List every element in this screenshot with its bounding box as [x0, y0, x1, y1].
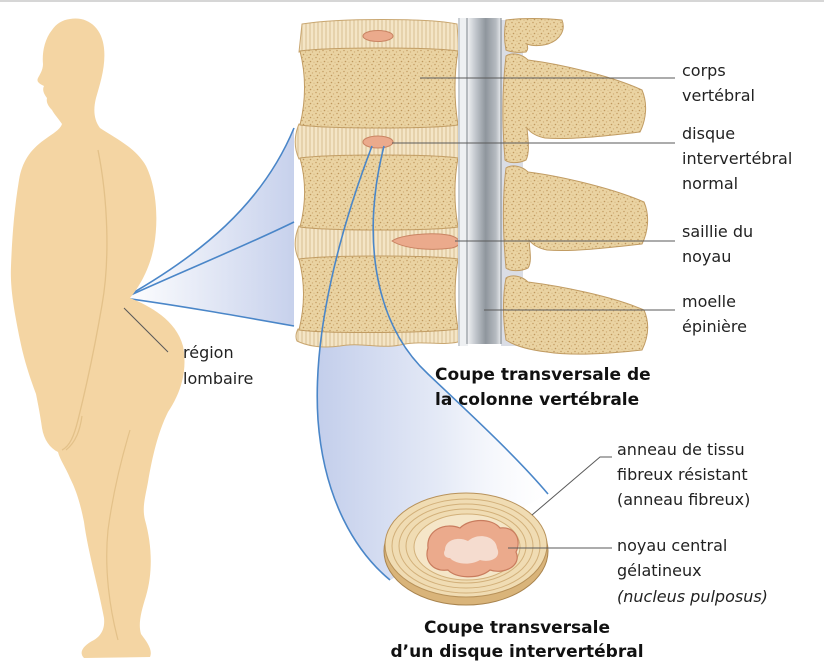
- top-border: [0, 0, 824, 2]
- human-silhouette: [11, 19, 185, 658]
- corps-vertebral-label-line2: vertébral: [682, 86, 755, 105]
- vertebral-body: [300, 48, 458, 128]
- spinal-cord: [467, 18, 501, 344]
- saillie-noyau-label-line2: noyau: [682, 247, 731, 266]
- anneau-fibreux-label-line2: fibreux résistant: [617, 465, 748, 484]
- moelle-epiniere-label-line2: épinière: [682, 317, 747, 336]
- disc-title-line1: Coupe transversale: [424, 618, 610, 638]
- noyau-central-label-line3: (nucleus pulposus): [617, 587, 768, 606]
- disc-section-title: Coupe transversale d’un disque intervert…: [390, 618, 643, 662]
- disque-normal-label-line1: disque: [682, 124, 735, 143]
- disc-nucleus-normal: [363, 136, 393, 148]
- body-outline: [11, 19, 185, 658]
- region-lombaire-label-line2: lombaire: [183, 369, 253, 388]
- spinous-process: [503, 166, 647, 271]
- moelle-epiniere-label-line1: moelle: [682, 292, 736, 311]
- disc-labels: anneau de tissu fibreux résistant (annea…: [508, 440, 768, 606]
- nucleus-pulposus-core: [444, 536, 498, 564]
- vertebral-arch-top: [505, 19, 564, 53]
- anneau-fibreux-leader: [532, 457, 612, 515]
- disque-normal-label-line3: normal: [682, 174, 738, 193]
- disc-title-line2: d’un disque intervertébral: [390, 642, 643, 662]
- anneau-fibreux-label-line3: (anneau fibreux): [617, 490, 750, 509]
- saillie-noyau-label-line1: saillie du: [682, 222, 753, 241]
- region-lombaire-label-line1: région: [183, 343, 234, 362]
- anneau-fibreux-label-line1: anneau de tissu: [617, 440, 745, 459]
- noyau-central-label-line2: gélatineux: [617, 561, 702, 580]
- spine-section: [295, 18, 647, 354]
- spinous-process: [503, 54, 646, 163]
- corps-vertebral-label-line1: corps: [682, 61, 726, 80]
- disc-cross-section: [384, 493, 548, 605]
- disque-normal-label-line2: intervertébral: [682, 149, 792, 168]
- noyau-central-label-line1: noyau central: [617, 536, 727, 555]
- spine-section-title: Coupe transversale de la colonne vertébr…: [435, 365, 651, 410]
- spine-title-line2: la colonne vertébrale: [435, 390, 639, 410]
- spinous-process: [503, 276, 647, 354]
- disc-nucleus: [363, 31, 393, 42]
- spine-title-line1: Coupe transversale de: [435, 365, 651, 385]
